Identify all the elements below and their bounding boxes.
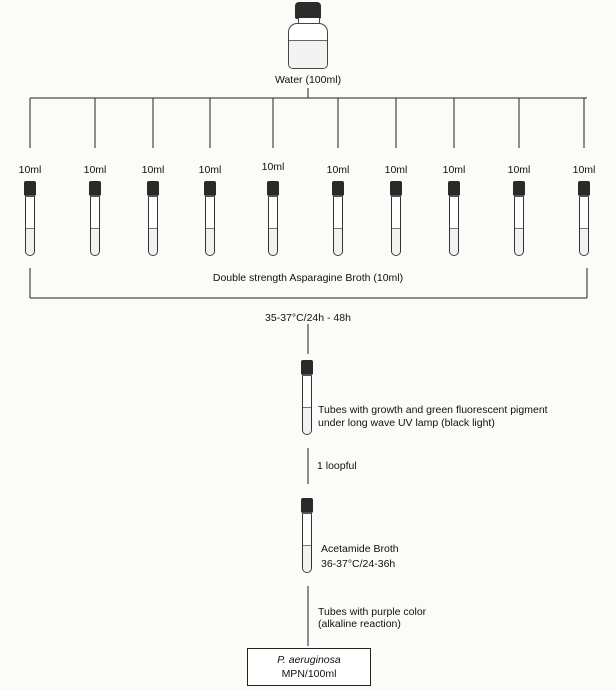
tube-cap (513, 181, 525, 198)
tube-body (302, 376, 312, 435)
growth-tube (301, 360, 313, 436)
incubation-label: 35-37°C/24h - 48h (265, 312, 351, 324)
tube-volume-label: 10ml (572, 164, 596, 176)
result-unit: MPN/100ml (281, 668, 337, 680)
transfer-label: 1 loopful (317, 460, 357, 472)
tube-liquid (91, 228, 99, 255)
tube-liquid (450, 228, 458, 255)
bottle-water (289, 40, 327, 68)
broth-tube (448, 181, 460, 257)
tube-body (25, 197, 35, 256)
tube-liquid (515, 228, 523, 255)
broth-tube (332, 181, 344, 257)
bottle-body (288, 23, 328, 69)
tube-cap (448, 181, 460, 198)
tube-cap (301, 360, 313, 377)
tube-body (302, 514, 312, 573)
broth-tube (89, 181, 101, 257)
tube-volume-label: 10ml (442, 164, 466, 176)
water-bottle (288, 2, 328, 69)
result-box: P. aeruginosa MPN/100ml (247, 648, 371, 686)
tube-cap (89, 181, 101, 198)
tube-liquid (206, 228, 214, 255)
tube-body (333, 197, 343, 256)
bottle-neck (298, 18, 320, 24)
tube-liquid (580, 228, 588, 255)
tube-body (449, 197, 459, 256)
tube-cap (24, 181, 36, 198)
tube-volume-label: 10ml (507, 164, 531, 176)
tube-cap (204, 181, 216, 198)
tube-cap (267, 181, 279, 198)
tube-volume-label: 10ml (384, 164, 408, 176)
broth-tube (204, 181, 216, 257)
tube-volume-label: 10ml (326, 164, 350, 176)
tube-volume-label: 10ml (18, 164, 42, 176)
acetamide-tube (301, 498, 313, 574)
broth-label: Double strength Asparagine Broth (10ml) (212, 272, 404, 284)
broth-tube (267, 181, 279, 257)
tube-liquid (303, 407, 311, 434)
broth-tube (513, 181, 525, 257)
bottle-cap (295, 2, 321, 19)
tube-body (579, 197, 589, 256)
tube-liquid (303, 545, 311, 572)
tube-volume-label: 10ml (83, 164, 107, 176)
tube-body (148, 197, 158, 256)
tube-cap (578, 181, 590, 198)
tube-liquid (149, 228, 157, 255)
broth-tube (24, 181, 36, 257)
growth-label-line1: Tubes with growth and green fluorescent … (318, 404, 548, 416)
water-label: Water (100ml) (274, 74, 342, 86)
tube-body (514, 197, 524, 256)
acetamide-label-line2: 36-37°C/24-36h (321, 558, 396, 570)
tube-cap (147, 181, 159, 198)
tube-cap (332, 181, 344, 198)
tube-body (90, 197, 100, 256)
purple-label-line2: (alkaline reaction) (318, 618, 401, 630)
result-organism: P. aeruginosa (277, 654, 341, 666)
tube-body (391, 197, 401, 256)
tube-cap (301, 498, 313, 515)
tube-cap (390, 181, 402, 198)
acetamide-label-line1: Acetamide Broth (321, 543, 399, 555)
tube-volume-label: 10ml (261, 161, 285, 173)
tube-liquid (334, 228, 342, 255)
tube-volume-label: 10ml (141, 164, 165, 176)
broth-tube (147, 181, 159, 257)
tube-body (205, 197, 215, 256)
broth-tube (578, 181, 590, 257)
tube-volume-label: 10ml (198, 164, 222, 176)
purple-label-line1: Tubes with purple color (318, 606, 427, 618)
tube-liquid (269, 228, 277, 255)
broth-tube (390, 181, 402, 257)
tube-body (268, 197, 278, 256)
tube-liquid (392, 228, 400, 255)
tube-liquid (26, 228, 34, 255)
growth-label-line2: under long wave UV lamp (black light) (318, 417, 495, 429)
